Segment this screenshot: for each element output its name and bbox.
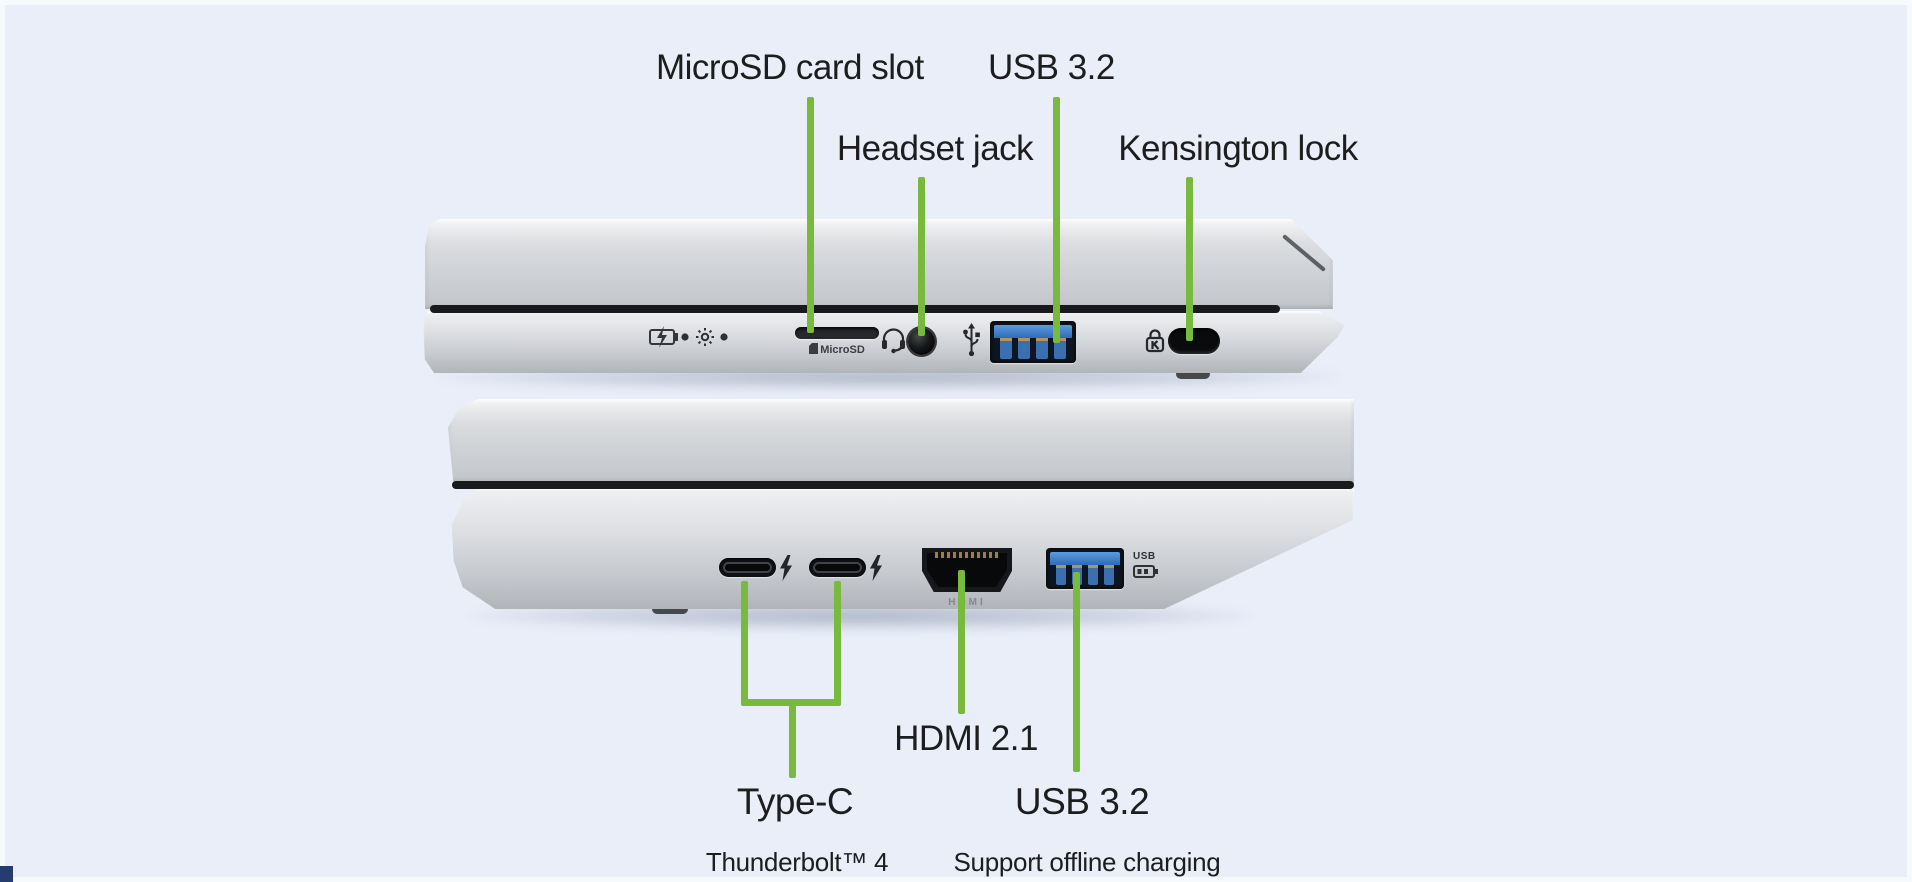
callout-line-typec-right <box>834 581 841 704</box>
indicator-led-dot <box>681 333 689 341</box>
label-type-c: Type-C <box>736 781 854 822</box>
hdmi-pins <box>934 552 1000 558</box>
top-laptop-seam <box>430 305 1280 313</box>
callout-bracket-bar-typec <box>741 699 841 706</box>
microsd-marking: MicroSD <box>795 343 879 356</box>
thunderbolt-icon <box>869 555 883 586</box>
usb-tongue <box>994 325 1072 341</box>
top-laptop-lid <box>425 219 1333 309</box>
usb-tongue <box>1050 552 1120 568</box>
usb-offline-charging-battery-icon: USB <box>1133 552 1177 584</box>
hdmi-inner <box>927 553 1007 587</box>
kensington-k-lock-icon <box>1145 328 1165 358</box>
microsd-marking-text: MicroSD <box>820 344 865 356</box>
corner-artifact <box>0 866 13 882</box>
callout-stem-typec <box>789 704 796 778</box>
battery-charging-indicator-icon <box>649 326 678 348</box>
usb-c-inner <box>723 562 772 573</box>
label-kensington-lock: Kensington lock <box>1118 129 1358 168</box>
headset-icon <box>880 325 907 360</box>
label-hdmi-21: HDMI 2.1 <box>894 719 1038 758</box>
label-usb-32-top: USB 3.2 <box>988 48 1115 87</box>
callout-line-typec-left <box>741 581 748 704</box>
indicator-cluster <box>648 324 734 355</box>
indicator-led-dot <box>720 333 728 341</box>
top-laptop-rubber-foot <box>1176 369 1210 379</box>
callout-line-usb-top <box>1053 97 1060 343</box>
power-indicator-icon <box>696 328 714 346</box>
label-support-offline-charging: Support offline charging <box>953 847 1221 877</box>
usb-a-port-top <box>990 321 1076 363</box>
label-thunderbolt-4: Thunderbolt™ 4 <box>705 847 889 877</box>
callout-line-headset <box>918 177 925 336</box>
hdmi-port <box>922 548 1012 592</box>
usb-trident-icon <box>959 323 984 362</box>
usb-marking-text: USB <box>1133 551 1156 562</box>
callout-line-kensington <box>1186 177 1193 341</box>
usb-c-port-1 <box>719 558 776 577</box>
kensington-lock-slot <box>1168 328 1220 354</box>
bottom-laptop-lid <box>448 399 1354 483</box>
usb-a-port-bottom <box>1046 548 1124 589</box>
callout-line-usb-bottom <box>1073 572 1080 772</box>
bottom-laptop-seam <box>452 481 1354 489</box>
label-headset-jack: Headset jack <box>836 129 1034 168</box>
label-usb-32-bottom: USB 3.2 <box>1014 781 1150 822</box>
bottom-laptop-base <box>451 488 1354 609</box>
sd-card-icon <box>809 343 819 354</box>
bottom-laptop-rubber-foot <box>652 604 688 614</box>
usb-pins <box>1050 564 1120 585</box>
hdmi-molded-marking: HDMI <box>948 597 986 608</box>
usb-c-inner <box>813 562 862 573</box>
usb-c-port-2 <box>809 558 866 577</box>
callout-line-microsd <box>807 97 814 333</box>
callout-line-hdmi <box>958 570 965 714</box>
label-microsd-card-slot: MicroSD card slot <box>656 48 924 87</box>
microsd-card-slot <box>795 327 879 339</box>
thunderbolt-icon <box>779 555 793 586</box>
usb-pins <box>994 338 1072 359</box>
